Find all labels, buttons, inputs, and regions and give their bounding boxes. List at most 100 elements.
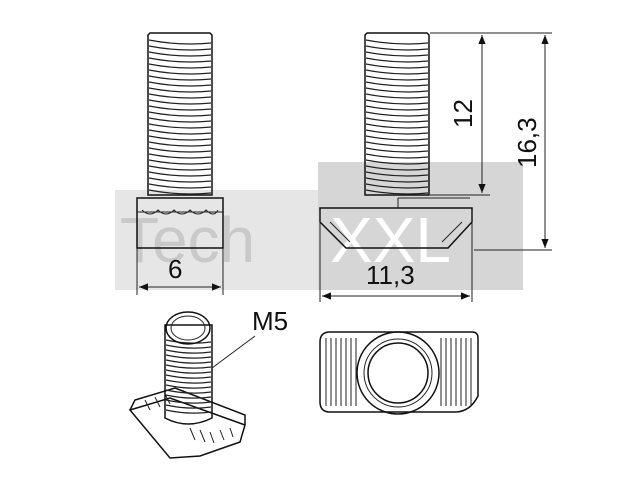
thread-line [165, 379, 212, 384]
slot-nut-bevel-right [441, 221, 463, 243]
thread-line [365, 111, 429, 117]
thread-line [148, 153, 212, 159]
thread-line [365, 189, 429, 195]
thread-line [165, 384, 212, 389]
thread-line [365, 159, 429, 165]
bolt-side-head [136, 197, 224, 249]
slot-nut-hatching [325, 338, 472, 406]
thread-line [365, 147, 429, 153]
thread-line [165, 359, 212, 364]
thread-line [148, 177, 212, 183]
thread-line [365, 63, 429, 69]
thread-line [165, 354, 212, 359]
dimensions: 6 11,3 12 16,3 [136, 32, 552, 302]
thread-line [165, 339, 212, 344]
thread-line [148, 69, 212, 75]
thread-line [165, 374, 212, 379]
bolt-isometric-view: M5 [128, 306, 288, 459]
thread-line [148, 105, 212, 111]
thread-line [165, 364, 212, 369]
iso-slot-nut-body [128, 397, 246, 459]
thread-line [365, 117, 429, 123]
bolt-side-threads [148, 39, 212, 195]
thread-line [365, 153, 429, 159]
thread-line [365, 51, 429, 57]
thread-line [165, 409, 212, 414]
thread-line [165, 369, 212, 374]
thread-line [365, 99, 429, 105]
thread-line [148, 183, 212, 189]
thread-line [365, 69, 429, 75]
iso-slot-nut-knurl [144, 393, 234, 444]
dim-total-height: 16,3 [512, 117, 542, 168]
bolt-side-view [136, 32, 224, 249]
bolt-front-threads [365, 39, 429, 195]
slot-nut-bore-inner [367, 342, 429, 404]
thread-line [165, 349, 212, 354]
iso-bolt-shank [164, 324, 213, 425]
thread-line [365, 129, 429, 135]
thread-line [148, 51, 212, 57]
thread-line [365, 39, 429, 45]
thread-line [365, 81, 429, 87]
iso-bolt-threads [165, 339, 212, 414]
thread-callout-leader [211, 335, 256, 369]
thread-line [365, 57, 429, 63]
thread-line [148, 129, 212, 135]
thread-line [148, 189, 212, 195]
dim-thread-length: 12 [448, 99, 478, 128]
dim-width-slot-nut: 11,3 [366, 260, 415, 290]
thread-line [148, 159, 212, 165]
thread-size-label: M5 [252, 306, 288, 336]
watermark-text-right: XXL [330, 204, 451, 276]
iso-bolt-top-inner [170, 315, 206, 341]
thread-line [365, 183, 429, 189]
thread-line [165, 344, 212, 349]
watermark-box [318, 162, 523, 290]
thread-line [148, 171, 212, 177]
thread-line [148, 117, 212, 123]
thread-line [165, 394, 212, 399]
thread-line [148, 99, 212, 105]
iso-slot-nut-top [129, 387, 246, 425]
thread-line [365, 45, 429, 51]
thread-line [365, 87, 429, 93]
thread-line [148, 93, 212, 99]
thread-line [165, 389, 212, 394]
thread-line [148, 141, 212, 147]
thread-line [365, 105, 429, 111]
thread-line [365, 171, 429, 177]
thread-line [365, 141, 429, 147]
slot-nut-top-view [319, 331, 479, 415]
thread-line [148, 81, 212, 87]
bolt-front-shank [364, 32, 430, 196]
slot-nut-outline [319, 331, 479, 413]
bolt-side-knurl [141, 209, 219, 215]
thread-line [365, 165, 429, 171]
thread-line [148, 147, 212, 153]
dim-width-head: 6 [168, 254, 182, 284]
watermark: Tech XXL [115, 162, 523, 290]
thread-line [148, 45, 212, 51]
thread-line [148, 57, 212, 63]
thread-line [365, 75, 429, 81]
thread-line [165, 399, 212, 404]
thread-line [148, 111, 212, 117]
thread-line [148, 123, 212, 129]
slot-nut-bore-chamfer [363, 338, 433, 408]
thread-line [365, 123, 429, 129]
thread-line [365, 93, 429, 99]
thread-line [148, 165, 212, 171]
thread-line [365, 177, 429, 183]
slot-nut-bevel-left [329, 221, 351, 243]
iso-bolt-top [165, 311, 211, 345]
thread-line [148, 87, 212, 93]
thread-line [148, 63, 212, 69]
bolt-side-shank [147, 32, 213, 196]
thread-line [148, 75, 212, 81]
thread-line [165, 404, 212, 409]
watermark-text-left: Tech [120, 204, 255, 276]
thread-line [148, 135, 212, 141]
thread-line [365, 135, 429, 141]
